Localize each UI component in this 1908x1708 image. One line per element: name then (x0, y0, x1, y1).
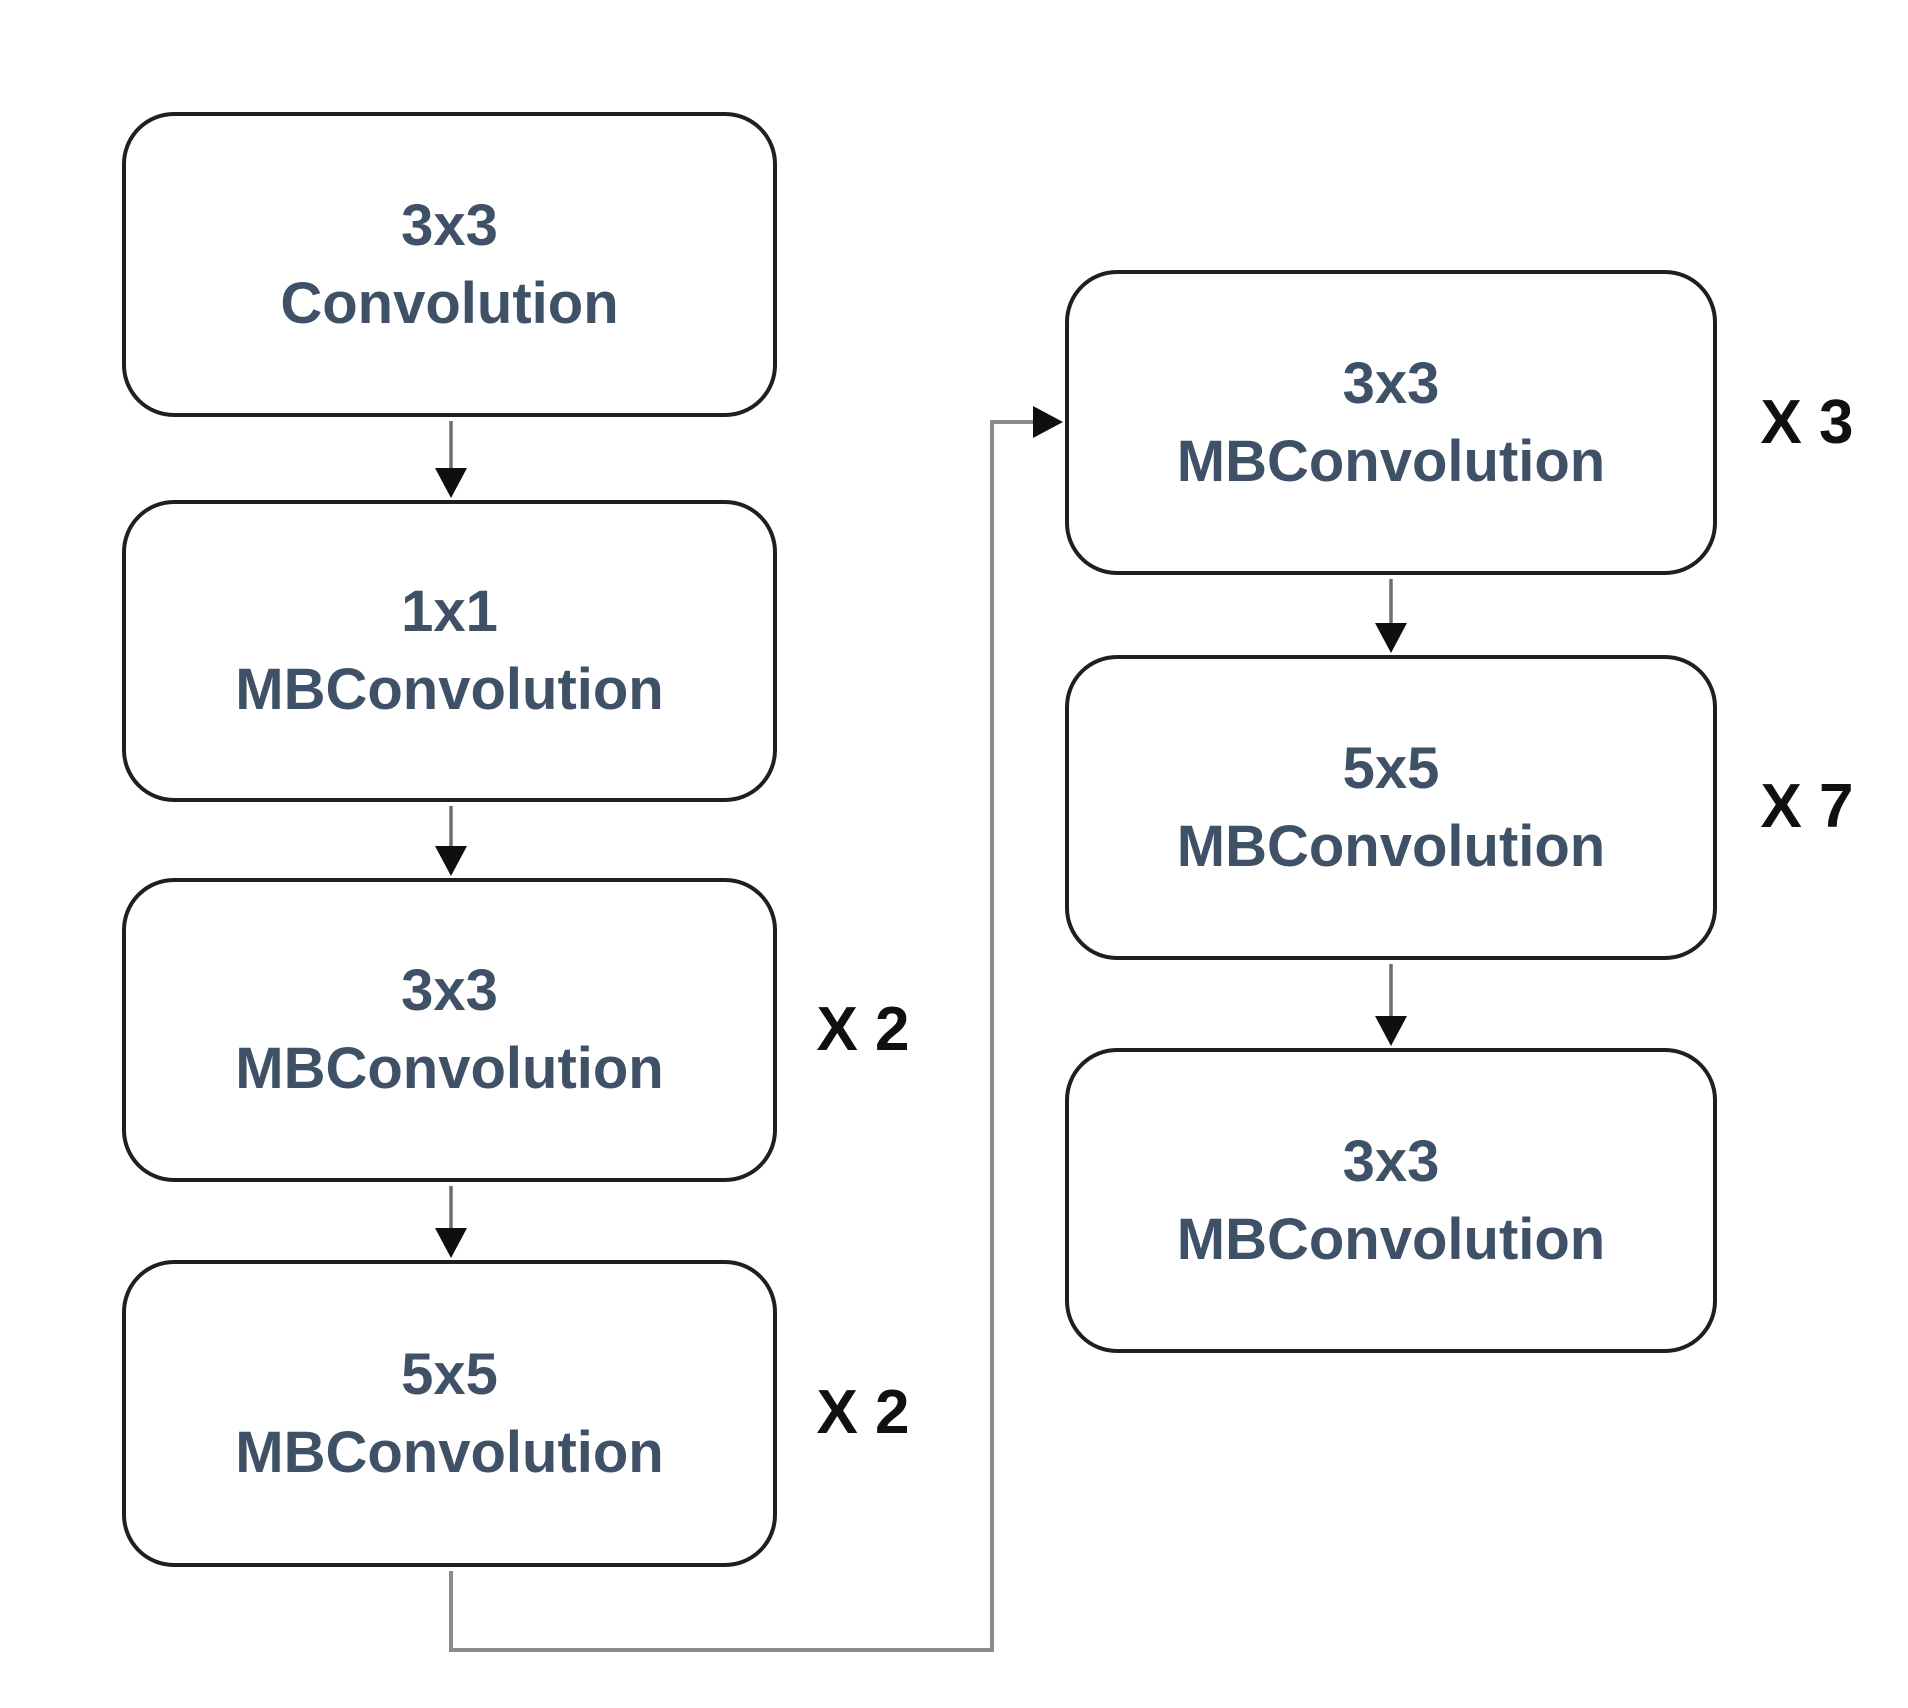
arrow-l3-to-l4 (435, 1186, 467, 1258)
node-type-label: MBConvolution (1176, 1206, 1606, 1272)
node-kernel-label: 1x1 (401, 579, 498, 644)
node-type-label: MBConvolution (235, 1036, 664, 1101)
node-kernel-label: 3x3 (401, 958, 498, 1023)
multiplier-label-l4: X 2 (816, 1378, 910, 1447)
node-3x3-mbconvolution-x3: 3x3 MBConvolution (1065, 270, 1717, 575)
node-type-label: MBConvolution (1176, 813, 1606, 879)
arrow-r1-to-r2 (1375, 579, 1407, 653)
node-3x3-convolution: 3x3 Convolution (122, 112, 777, 417)
node-5x5-mbconvolution-x7: 5x5 MBConvolution (1065, 655, 1717, 960)
node-type-label: MBConvolution (235, 1419, 664, 1485)
node-kernel-label: 5x5 (401, 1341, 498, 1407)
node-3x3-mbconvolution-final: 3x3 MBConvolution (1065, 1048, 1717, 1353)
node-type-label: Convolution (280, 270, 619, 336)
node-kernel-label: 5x5 (1342, 735, 1440, 801)
multiplier-label-r2: X 7 (1760, 772, 1854, 841)
node-5x5-mbconvolution-x2: 5x5 MBConvolution (122, 1260, 777, 1567)
node-kernel-label: 3x3 (401, 192, 498, 258)
node-kernel-label: 3x3 (1342, 350, 1440, 416)
node-type-label: MBConvolution (235, 657, 664, 722)
multiplier-label-l3: X 2 (816, 995, 910, 1064)
node-1x1-mbconvolution: 1x1 MBConvolution (122, 500, 777, 802)
multiplier-label-r1: X 3 (1760, 388, 1854, 457)
node-3x3-mbconvolution-x2: 3x3 MBConvolution (122, 878, 777, 1182)
arrow-l1-to-l2 (435, 421, 467, 498)
arrow-r2-to-r3 (1375, 964, 1407, 1046)
node-type-label: MBConvolution (1176, 428, 1606, 494)
node-kernel-label: 3x3 (1342, 1128, 1440, 1194)
arrow-l2-to-l3 (435, 806, 467, 876)
